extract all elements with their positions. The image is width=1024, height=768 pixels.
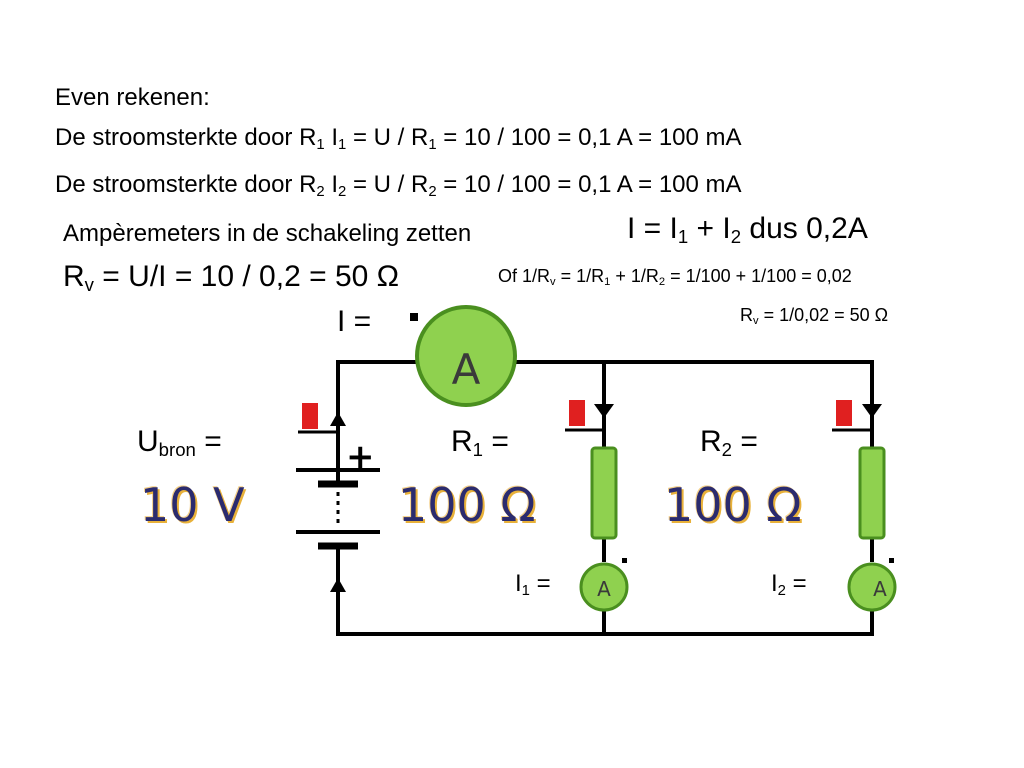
ammeter-i2[interactable] [847, 558, 897, 612]
heading-even-rekenen: Even rekenen: [55, 84, 210, 111]
r2-value: 100 Ω [664, 478, 802, 532]
ammeter-main-label: A [452, 345, 481, 394]
rv-result: Rv = 1/0,02 = 50 Ω [740, 305, 889, 328]
ubron-label: Ubron = [137, 425, 222, 461]
ammeter-instruction: Ampèremeters in de schakeling zetten [63, 220, 472, 247]
probe-marker-battery[interactable] [298, 403, 340, 434]
r1-label: R1 = [451, 425, 509, 461]
ammeter-main[interactable] [410, 305, 517, 407]
total-current-formula: I = I1 + I2 dus 0,2A [627, 212, 868, 248]
i1-label: I1 = [515, 570, 551, 600]
probe-marker-r1[interactable] [565, 400, 614, 432]
probe-marker-r2[interactable] [832, 400, 882, 432]
battery-plus-sign: + [346, 437, 375, 477]
calc-line-r2: De stroomsterkte door R2 I2 = U / R2 = 1… [55, 171, 742, 201]
resistor-r1[interactable] [590, 446, 618, 540]
rv-formula: Rv = U/I = 10 / 0,2 = 50 Ω [63, 260, 400, 296]
battery-symbol [296, 468, 380, 550]
battery-terminal-top [330, 412, 346, 426]
total-current-label: I = [337, 305, 372, 338]
ammeter-i1[interactable] [579, 558, 629, 612]
r2-label: R2 = [700, 425, 758, 461]
r1-value: 100 Ω [398, 478, 536, 532]
ubron-value: 10 V [140, 478, 245, 532]
battery-terminal-bottom [330, 578, 346, 592]
calc-line-r1: De stroomsterkte door R1 I1 = U / R1 = 1… [55, 124, 742, 154]
ammeter-i1-label: A [597, 577, 611, 601]
ammeter-i2-label: A [873, 577, 887, 601]
rv-alternative-formula: Of 1/Rv = 1/R1 + 1/R2 = 1/100 + 1/100 = … [498, 266, 852, 289]
resistor-r2[interactable] [858, 446, 886, 540]
i2-label: I2 = [771, 570, 807, 600]
